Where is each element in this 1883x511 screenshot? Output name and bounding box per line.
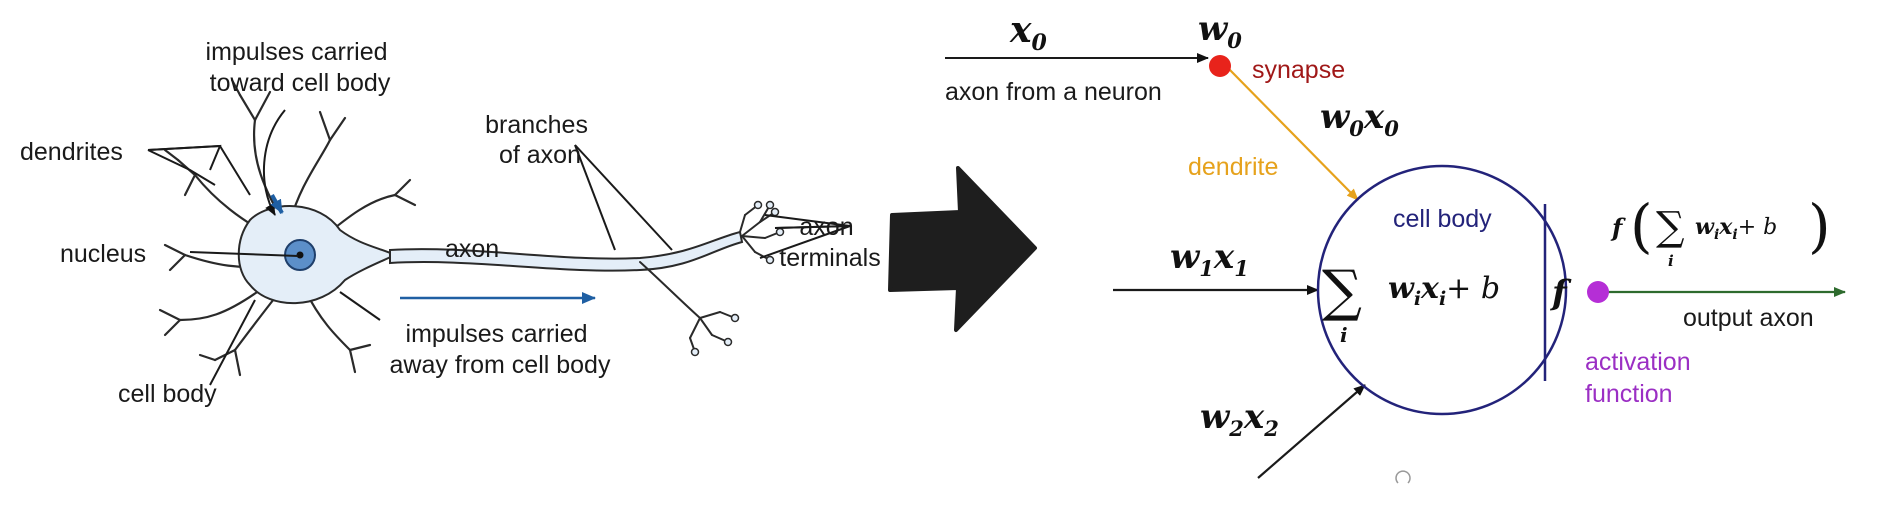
neuron-soma	[237, 205, 398, 305]
label-impulses-away: impulses carried away from cell body	[390, 320, 611, 379]
output-formula-rparen: )	[1808, 192, 1831, 260]
output-formula-f: f	[1610, 213, 1626, 242]
leader-lines	[147, 144, 851, 386]
label-activation-function: activation function	[1585, 348, 1698, 408]
sum-body: wixi+ b	[1388, 271, 1500, 310]
label-synapse: synapse	[1252, 56, 1345, 84]
cell-body-circle	[1316, 164, 1568, 416]
dendrite-line	[1227, 67, 1359, 201]
axon-branches	[639, 204, 781, 353]
right-arrow-icon	[888, 166, 1037, 332]
output-formula-sum: ∑	[1656, 204, 1685, 250]
sum-index: i	[1340, 323, 1348, 347]
activation-f-symbol: f	[1550, 273, 1572, 313]
impulse-toward-blue-arrow	[270, 194, 284, 214]
label-cell-body: cell body	[118, 380, 217, 408]
sum-symbol: ∑	[1322, 259, 1362, 324]
label-axon: axon	[445, 235, 499, 263]
label-w0x0: w0x0	[1320, 97, 1399, 141]
label-nucleus: nucleus	[60, 240, 146, 268]
label-dendrites: dendrites	[20, 138, 123, 166]
artificial-neuron-model: x0 w0 synapse axon from a neuron w0x0 de…	[945, 9, 1846, 484]
cursor-artifact	[1395, 470, 1411, 484]
label-axon-from-neuron: axon from a neuron	[945, 78, 1162, 106]
impulse-toward-arrow	[262, 109, 286, 216]
label-cell-body-model: cell body	[1393, 205, 1492, 233]
label-output-axon: output axon	[1683, 304, 1814, 332]
input-line-w2x2	[1257, 384, 1366, 479]
label-branches-of-axon: branches of axon	[485, 111, 595, 169]
activation-dot	[1587, 281, 1609, 303]
axon-shaft	[389, 230, 744, 272]
label-dendrite: dendrite	[1188, 153, 1278, 181]
label-impulses-toward: impulses carried toward cell body	[206, 38, 395, 97]
synapse-dot	[1209, 55, 1231, 77]
label-w0: w0	[1198, 9, 1242, 53]
label-x0: x0	[1009, 9, 1047, 56]
label-axon-terminals: axon terminals	[779, 213, 880, 272]
output-formula-index: i	[1668, 252, 1674, 270]
label-w1x1: w1x1	[1170, 237, 1249, 281]
biological-neuron: impulses carried toward cell body dendri…	[20, 38, 881, 408]
label-w2x2: w2x2	[1200, 397, 1279, 441]
output-formula-lparen: (	[1630, 192, 1653, 260]
axon-terminal-bulbs	[690, 200, 785, 357]
output-formula-body: wixi+ b	[1695, 214, 1777, 243]
